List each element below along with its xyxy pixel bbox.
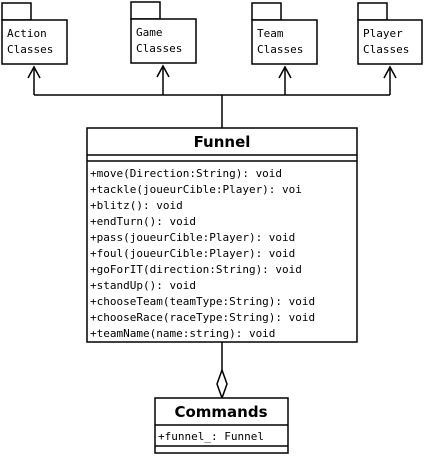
funnel-method: +move(Direction:String): void — [90, 167, 282, 180]
package-action-classes[interactable]: Action Classes — [1, 2, 68, 65]
arrowhead-icon — [156, 64, 170, 78]
arrowhead-icon — [27, 65, 41, 79]
package-action-line2: Classes — [7, 43, 53, 56]
package-team-classes[interactable]: Team Classes — [251, 2, 318, 65]
package-game-line1: Game — [136, 26, 163, 39]
funnel-method: +pass(joueurCible:Player): void — [90, 231, 295, 244]
arrowhead-icon — [383, 65, 397, 79]
package-team-line1: Team — [257, 27, 284, 40]
package-game-line2: Classes — [136, 42, 182, 55]
package-player-line1: Player — [363, 27, 403, 40]
arrowhead-icon — [278, 65, 292, 79]
package-action-line1: Action — [7, 27, 47, 40]
funnel-method: +teamName(name:string): void — [90, 327, 275, 340]
commands-class-name: Commands — [174, 403, 267, 421]
package-team-line2: Classes — [257, 43, 303, 56]
package-player-classes[interactable]: Player Classes — [357, 2, 423, 65]
dependency-connectors — [27, 64, 397, 128]
package-player-line2: Classes — [363, 43, 409, 56]
commands-attribute: +funnel_: Funnel — [158, 430, 264, 443]
funnel-method: +foul(joueurCible:Player): void — [90, 247, 295, 260]
funnel-method: +standUp(): void — [90, 279, 196, 292]
package-game-classes[interactable]: Game Classes — [130, 1, 197, 64]
funnel-method: +endTurn(): void — [90, 215, 196, 228]
class-funnel[interactable]: Funnel +move(Direction:String): void +ta… — [86, 127, 358, 343]
aggregation-connector — [216, 342, 228, 401]
funnel-method-list: +move(Direction:String): void +tackle(jo… — [90, 167, 315, 340]
class-commands[interactable]: Commands +funnel_: Funnel — [154, 397, 289, 454]
aggregation-diamond-icon — [216, 367, 228, 401]
funnel-class-name: Funnel — [194, 133, 251, 151]
funnel-method: +goForIT(direction:String): void — [90, 263, 302, 276]
funnel-method: +tackle(joueurCible:Player): voi — [90, 183, 302, 196]
funnel-method: +blitz(): void — [90, 199, 183, 212]
funnel-method: +chooseRace(raceType:String): void — [90, 311, 315, 324]
funnel-method: +chooseTeam(teamType:String): void — [90, 295, 315, 308]
